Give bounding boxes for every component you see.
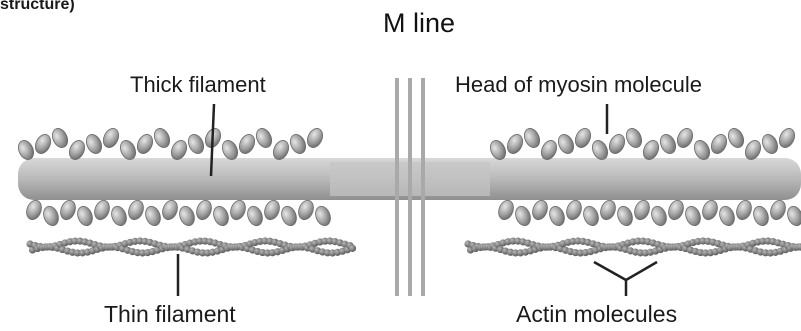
myosin-head [521, 126, 542, 150]
myosin-head [751, 204, 771, 228]
myosin-head [496, 198, 516, 222]
myosin-head [296, 198, 316, 222]
myosin-head [632, 198, 652, 222]
myosin-head [185, 132, 206, 156]
myosin-head [177, 204, 197, 228]
myosin-head [683, 204, 703, 228]
myosin-head [776, 126, 797, 150]
myosin-head [547, 204, 567, 228]
myosin-head [58, 198, 78, 222]
myosin-head [759, 132, 780, 156]
myosin-head [734, 198, 754, 222]
myosin-head [32, 132, 53, 156]
myosin-head [768, 198, 788, 222]
myosin-head [24, 198, 44, 222]
myosin-head [126, 198, 146, 222]
myosin-head [194, 198, 214, 222]
myosin-head [49, 126, 70, 150]
myosin-head [657, 132, 678, 156]
myosin-head [83, 132, 104, 156]
myosin-head [262, 198, 282, 222]
myosin-head [725, 126, 746, 150]
myosin-head [160, 198, 180, 222]
myosin-head [245, 204, 265, 228]
thin-filaments [26, 237, 801, 256]
myosin-head [615, 204, 635, 228]
myosin-head [100, 126, 121, 150]
actin-bead [349, 245, 356, 252]
myosin-head [674, 126, 695, 150]
myosin-head [109, 204, 129, 228]
myosin-head [785, 204, 801, 228]
myosin-head [211, 204, 231, 228]
myosin-head [666, 198, 686, 222]
myosin-head [41, 204, 61, 228]
myosin-head [253, 126, 274, 150]
myosin-head [564, 198, 584, 222]
myosin-head [581, 204, 601, 228]
myosin-head [134, 132, 155, 156]
myosin-head [513, 204, 533, 228]
myosin-head [717, 204, 737, 228]
myosin-head [287, 132, 308, 156]
myosin-head [304, 126, 325, 150]
myosin-head [279, 204, 299, 228]
myosin-head [228, 198, 248, 222]
myosin-head [606, 132, 627, 156]
myosin-head [504, 132, 525, 156]
myosin-head [572, 126, 593, 150]
myosin-head [649, 204, 669, 228]
myosin-head [313, 204, 333, 228]
myosin-head [555, 132, 576, 156]
actin-pointer-right [626, 262, 657, 280]
myosin-head [143, 204, 163, 228]
myosin-head [623, 126, 644, 150]
myosin-head [598, 198, 618, 222]
myosin-head [236, 132, 257, 156]
myosin-head [75, 204, 95, 228]
myosin-head [92, 198, 112, 222]
myosin-head [708, 132, 729, 156]
myosin-head [530, 198, 550, 222]
myosin-head [151, 126, 172, 150]
actin-pointer-left [594, 262, 626, 280]
myosin-head [700, 198, 720, 222]
